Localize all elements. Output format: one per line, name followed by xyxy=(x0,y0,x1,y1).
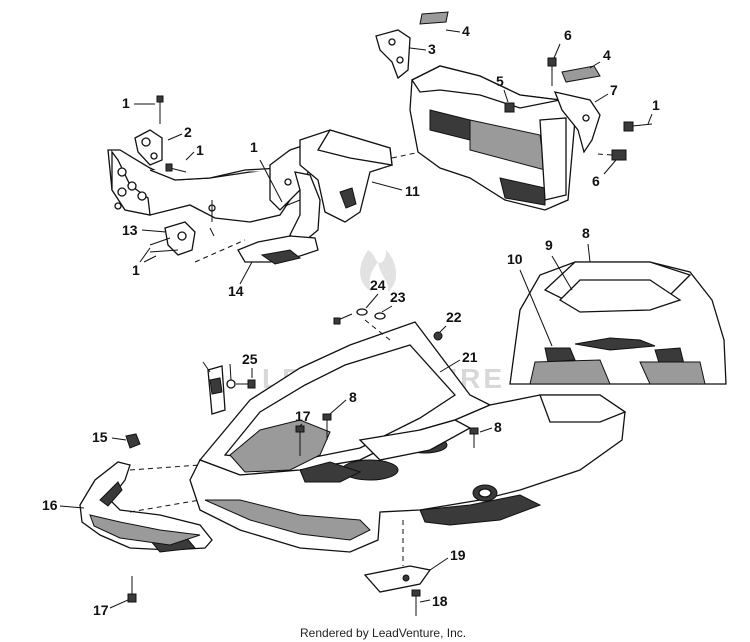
callout-19: 21 xyxy=(462,349,478,365)
callout-13: 13 xyxy=(122,222,138,238)
callout-22: 24 xyxy=(370,277,386,293)
callout-7: 7 xyxy=(610,82,618,98)
inset-view xyxy=(509,261,727,385)
callout-1: 1 xyxy=(652,97,660,113)
callout-8: 8 xyxy=(349,389,357,405)
callout-10: 10 xyxy=(507,251,523,267)
callout-6: 6 xyxy=(564,27,572,43)
callout-1: 1 xyxy=(122,95,130,111)
callout-12: 14 xyxy=(228,283,244,299)
bulkhead-assembly xyxy=(375,11,653,211)
front-frame-assembly xyxy=(107,95,321,265)
callout-17: 17 xyxy=(295,408,311,424)
callout-20: 22 xyxy=(446,309,462,325)
callout-11: 11 xyxy=(405,183,420,199)
nose-pan-assembly xyxy=(79,308,627,616)
callout-5: 5 xyxy=(496,73,504,89)
callout-21: 23 xyxy=(390,289,406,305)
callout-4: 4 xyxy=(462,23,470,39)
callout-8: 8 xyxy=(582,225,590,241)
callout-8: 8 xyxy=(494,419,502,435)
callout-3: 3 xyxy=(428,41,436,57)
callout-14: 15 xyxy=(92,429,108,445)
part-11-console xyxy=(299,129,421,223)
callout-2: 2 xyxy=(184,124,192,140)
callout-4: 4 xyxy=(603,47,611,63)
callout-6: 6 xyxy=(592,173,600,189)
callout-23: 25 xyxy=(242,351,258,367)
callout-18: 19 xyxy=(450,547,466,563)
callout-17: 18 xyxy=(432,593,448,609)
callout-1: 1 xyxy=(132,262,140,278)
callout-15: 16 xyxy=(42,497,58,513)
callout-labels: 1 2 1 1 13 1 14 11 4 3 5 6 4 7 1 6 8 9 xyxy=(42,23,660,618)
callout-1: 1 xyxy=(250,139,258,155)
footer-credit: Rendered by LeadVenture, Inc. xyxy=(300,626,466,640)
callout-9: 9 xyxy=(545,237,553,253)
callout-1: 1 xyxy=(196,142,204,158)
callout-16: 17 xyxy=(93,602,109,618)
